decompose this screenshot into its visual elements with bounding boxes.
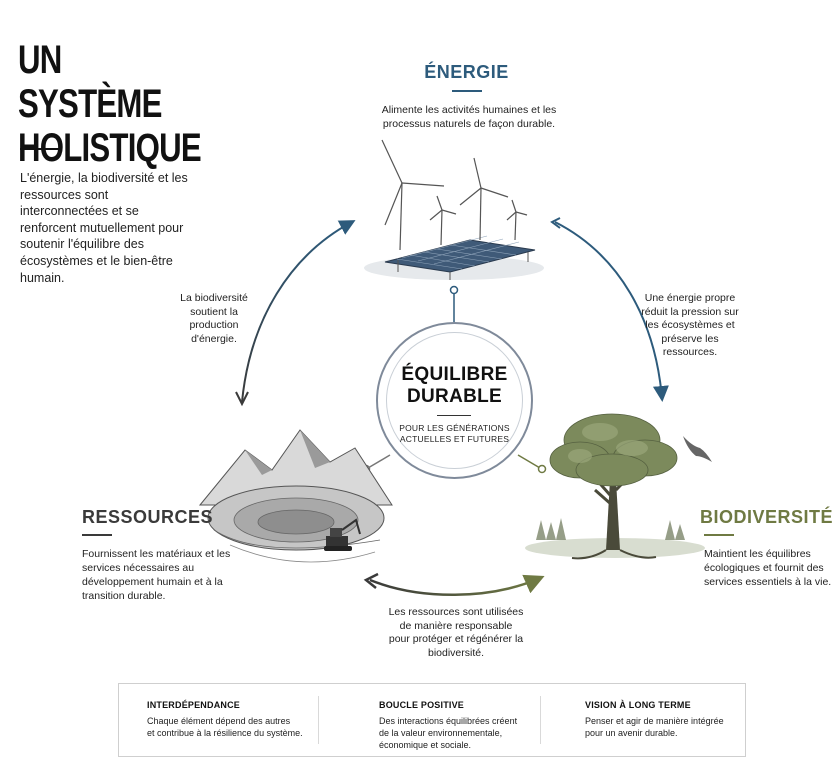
footer-separator <box>318 696 319 744</box>
footer-col-interdependance: INTERDÉPENDANCE Chaque élément dépend de… <box>147 700 317 739</box>
center-subtitle-line-2: ACTUELLES ET FUTURES <box>399 434 510 444</box>
footer-col-boucle-positive: BOUCLE POSITIVE Des interactions équilib… <box>379 700 549 751</box>
arrow-label-left: La biodiversité soutient la production d… <box>180 292 248 345</box>
center-divider <box>437 415 471 416</box>
footer-text-line: Chaque élément dépend des autres <box>147 716 291 726</box>
arrow-left <box>235 220 356 407</box>
title-line-1: UN SYSTÈME <box>18 38 162 126</box>
center-title-line-1: ÉQUILIBRE <box>401 364 508 385</box>
footer-separator <box>540 696 541 744</box>
center-circle-inner <box>386 332 523 469</box>
solar-panel-icon <box>364 235 544 280</box>
arrow-label-bottom: Les ressources sont utilisées de manière… <box>388 606 524 659</box>
footer-text-line: de la valeur environnementale, <box>379 728 503 738</box>
tree-icon <box>525 413 705 560</box>
biodiversite-description: Maintient les équilibres écologiques et … <box>704 548 832 588</box>
center-subtitle: POUR LES GÉNÉRATIONS ACTUELLES ET FUTURE… <box>376 423 533 445</box>
bird-icon <box>683 436 712 462</box>
mountain-quarry-icon <box>198 429 393 563</box>
footer-heading: BOUCLE POSITIVE <box>379 700 465 710</box>
footer-heading: VISION À LONG TERME <box>585 700 691 710</box>
ressources-description: Fournissent les matériaux et les service… <box>82 548 231 602</box>
ressources-title: RESSOURCES <box>82 507 214 527</box>
intro-text: L'énergie, la biodiversité et les ressou… <box>20 171 188 285</box>
center-title: ÉQUILIBRE DURABLE <box>376 364 533 408</box>
page-title: UN SYSTÈME HOLISTIQUE <box>18 38 202 170</box>
energie-divider <box>452 90 482 92</box>
arrow-bottom <box>363 572 545 596</box>
footer-text-line: économique et sociale. <box>379 740 472 750</box>
biodiversite-title: BIODIVERSITÉ <box>700 507 833 527</box>
arrow-right <box>550 217 669 402</box>
excavator-icon <box>324 518 361 551</box>
center-title-line-2: DURABLE <box>407 386 502 407</box>
energie-title-wrap: ÉNERGIE <box>0 62 833 83</box>
energie-title: ÉNERGIE <box>424 62 509 82</box>
footer-text-line: Penser et agir de manière intégrée <box>585 716 724 726</box>
title-divider <box>20 148 60 150</box>
ressources-divider <box>82 534 112 536</box>
footer-col-vision: VISION À LONG TERME Penser et agir de ma… <box>585 700 735 739</box>
footer-text-line: et contribue à la résilience du système. <box>147 728 303 738</box>
wind-turbine-icon <box>381 139 528 251</box>
footer-text-line: Des interactions équilibrées créent <box>379 716 518 726</box>
biodiversite-divider <box>704 534 734 536</box>
footer-heading: INTERDÉPENDANCE <box>147 700 241 710</box>
energie-description: Alimente les activités humaines et les p… <box>381 104 557 130</box>
center-subtitle-line-1: POUR LES GÉNÉRATIONS <box>399 423 510 433</box>
footer-text-line: pour un avenir durable. <box>585 728 678 738</box>
arrow-label-right: Une énergie propre réduit la pression su… <box>641 292 739 358</box>
footer-box: INTERDÉPENDANCE Chaque élément dépend de… <box>118 683 746 757</box>
